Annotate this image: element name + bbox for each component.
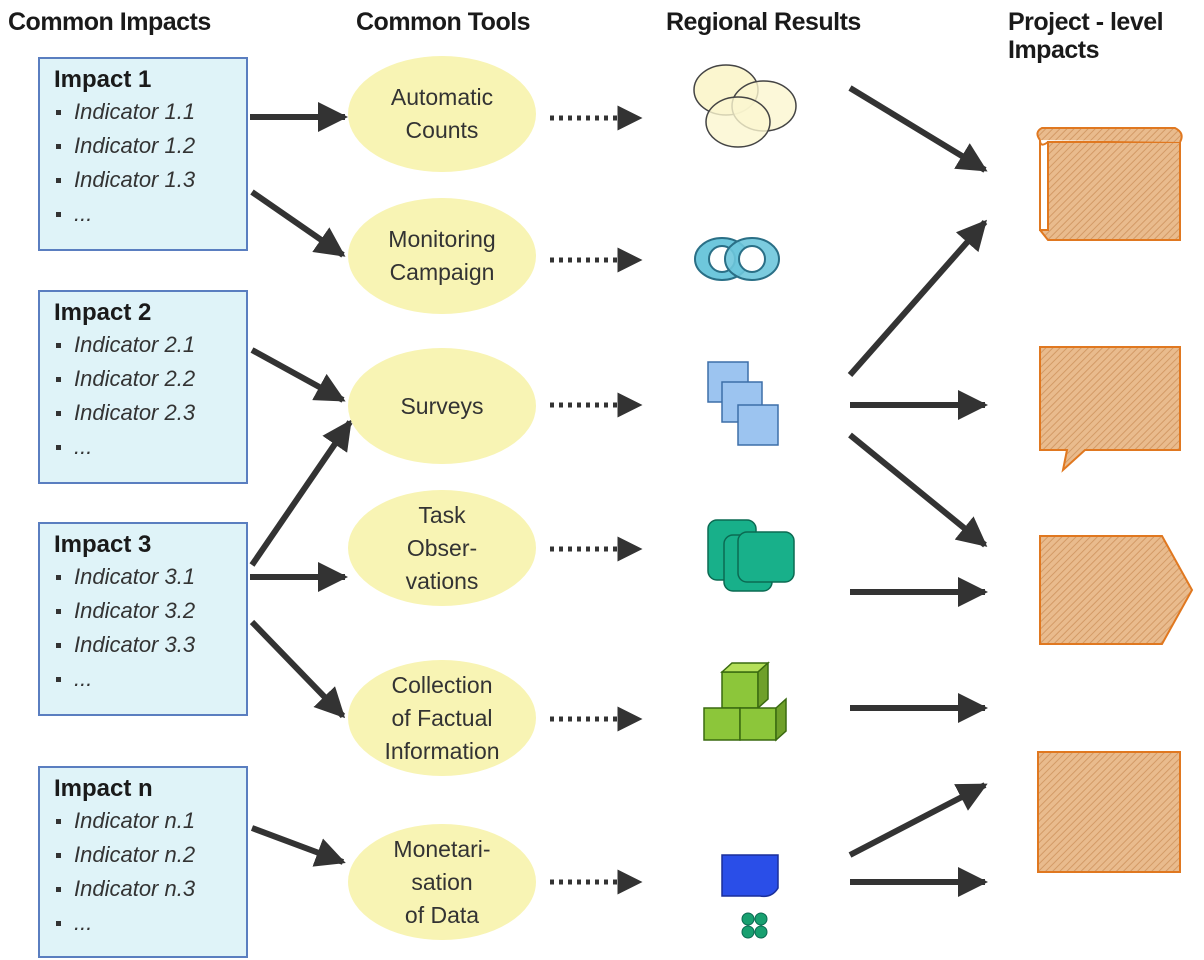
tool-label: Collection of Factual Information bbox=[384, 671, 500, 764]
indicator-item: ... bbox=[54, 430, 246, 464]
indicator-item: Indicator n.3 bbox=[54, 872, 246, 906]
indicator-list: Indicator 3.1 Indicator 3.2 Indicator 3.… bbox=[54, 560, 246, 696]
indicator-item: Indicator 3.2 bbox=[54, 594, 246, 628]
rounded-tiles-icon bbox=[707, 519, 795, 592]
indicator-item: Indicator 2.1 bbox=[54, 328, 246, 362]
indicator-list: Indicator n.1 Indicator n.2 Indicator n.… bbox=[54, 804, 246, 940]
arrow-result-7 bbox=[848, 782, 988, 858]
tool-label: Automatic Counts bbox=[390, 84, 494, 143]
indicator-item: Indicator 1.1 bbox=[54, 95, 246, 129]
tool-ellipse: Task Obser- vations bbox=[348, 490, 536, 606]
tool-label: Monitoring Campaign bbox=[388, 226, 496, 285]
impact-box: Impact 3 Indicator 3.1 Indicator 3.2 Ind… bbox=[38, 522, 248, 716]
tool-ellipse: Automatic Counts bbox=[348, 56, 536, 172]
document-icon bbox=[721, 854, 779, 898]
tool-to-result-arrows bbox=[550, 105, 643, 895]
indicator-item: Indicator 2.3 bbox=[54, 396, 246, 430]
arrow-impact2-surveys bbox=[250, 347, 346, 403]
indicator-item: Indicator 2.2 bbox=[54, 362, 246, 396]
indicator-item: Indicator n.2 bbox=[54, 838, 246, 872]
impact-title: Impact 1 bbox=[54, 66, 152, 93]
tool-label: Task Obser- vations bbox=[405, 501, 479, 594]
tool-ellipse: Surveys bbox=[348, 348, 536, 464]
impact-box: Impact 1 Indicator 1.1 Indicator 1.2 Ind… bbox=[38, 57, 248, 251]
project-impact-square bbox=[1037, 751, 1181, 873]
impact-box: Impact n Indicator n.1 Indicator n.2 Ind… bbox=[38, 766, 248, 958]
tool-label: Monetari- sation of Data bbox=[393, 835, 491, 928]
indicator-item: ... bbox=[54, 197, 246, 231]
arrow-impact3-surveys bbox=[249, 419, 353, 567]
document-and-clover-icon bbox=[721, 854, 779, 939]
indicator-item: Indicator 1.2 bbox=[54, 129, 246, 163]
indicator-item: Indicator 3.3 bbox=[54, 628, 246, 662]
arrow-impact1-campaign bbox=[250, 189, 346, 258]
result-to-project-arrows bbox=[847, 85, 988, 897]
indicator-list: Indicator 2.1 Indicator 2.2 Indicator 2.… bbox=[54, 328, 246, 464]
impact-box: Impact 2 Indicator 2.1 Indicator 2.2 Ind… bbox=[38, 290, 248, 484]
overlapping-circles-icon bbox=[693, 64, 797, 148]
project-impact-callout bbox=[1039, 346, 1181, 473]
arrow-result-4 bbox=[848, 432, 988, 548]
impact-title: Impact n bbox=[54, 775, 153, 802]
arrow-impactn-monetarisation bbox=[250, 825, 346, 867]
arrow-result-1 bbox=[848, 85, 988, 173]
interlocking-rings-icon bbox=[694, 237, 780, 281]
impact-to-tool-arrows bbox=[249, 102, 353, 867]
indicator-item: ... bbox=[54, 662, 246, 696]
impact-title: Impact 3 bbox=[54, 531, 152, 558]
tool-ellipse: Monitoring Campaign bbox=[348, 198, 536, 314]
indicator-item: Indicator n.1 bbox=[54, 804, 246, 838]
project-impact-pentagon bbox=[1039, 535, 1194, 645]
project-impact-scroll bbox=[1036, 127, 1183, 241]
header-common-impacts: Common Impacts bbox=[8, 8, 211, 36]
indicator-list: Indicator 1.1 Indicator 1.2 Indicator 1.… bbox=[54, 95, 246, 231]
stacked-squares-icon bbox=[707, 361, 779, 446]
impact-title: Impact 2 bbox=[54, 299, 152, 326]
header-project-level-impacts: Project - level Impacts bbox=[1008, 8, 1164, 64]
tool-ellipse: Monetari- sation of Data bbox=[348, 824, 536, 940]
clover-icon bbox=[741, 912, 768, 939]
arrow-impact3-collection bbox=[249, 619, 346, 719]
indicator-item: Indicator 1.3 bbox=[54, 163, 246, 197]
tool-label: Surveys bbox=[400, 392, 484, 419]
stacked-cubes-icon bbox=[703, 661, 787, 742]
header-common-tools: Common Tools bbox=[356, 8, 531, 36]
indicator-item: Indicator 3.1 bbox=[54, 560, 246, 594]
header-regional-results: Regional Results bbox=[666, 8, 861, 36]
arrow-result-2 bbox=[847, 219, 988, 377]
indicator-item: ... bbox=[54, 906, 246, 940]
tool-ellipse: Collection of Factual Information bbox=[348, 660, 536, 776]
